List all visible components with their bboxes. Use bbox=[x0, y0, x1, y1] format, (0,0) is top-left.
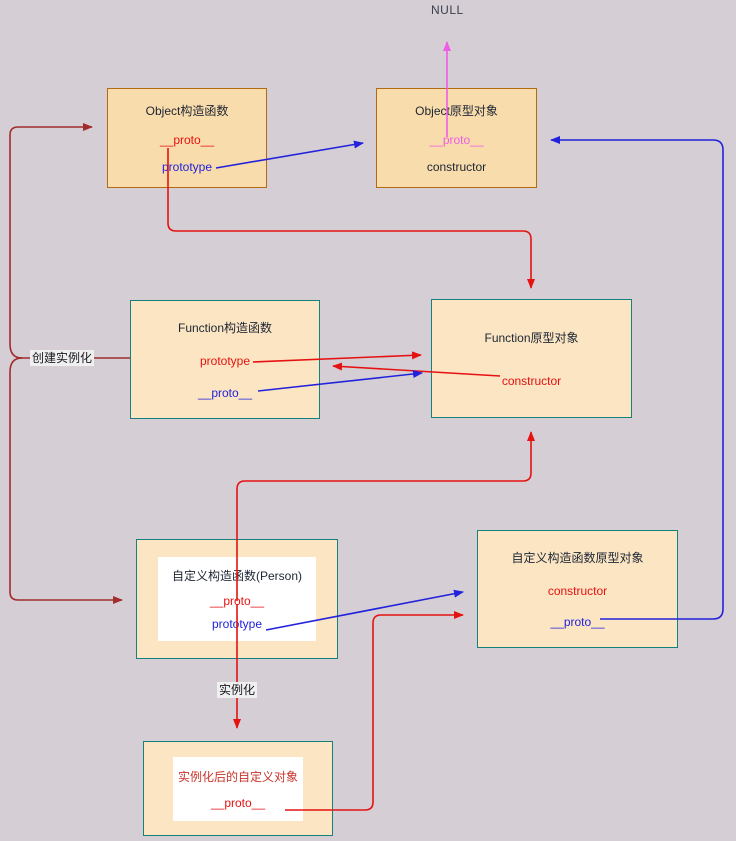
instance-object-proto-label: __proto__ bbox=[210, 795, 266, 810]
function-prototype-constructor-label: constructor bbox=[501, 374, 562, 389]
box-object-constructor-title: Object构造函数 bbox=[145, 104, 229, 119]
null-label: NULL bbox=[431, 3, 464, 17]
fork-curve-top bbox=[9, 343, 23, 359]
person-constructor-panel: 自定义构造函数(Person) __proto__ prototype bbox=[158, 557, 316, 641]
box-function-constructor: Function构造函数 prototype __proto__ bbox=[130, 300, 320, 419]
object-constructor-proto-label: __proto__ bbox=[159, 132, 215, 147]
box-object-constructor: Object构造函数 __proto__ prototype bbox=[107, 88, 267, 188]
box-person-constructor: 自定义构造函数(Person) __proto__ prototype bbox=[136, 539, 338, 659]
instantiate-label: 实例化 bbox=[217, 682, 258, 698]
box-function-prototype-title: Function原型对象 bbox=[484, 330, 579, 345]
function-constructor-prototype-label: prototype bbox=[199, 354, 251, 368]
custom-prototype-proto-label: __proto__ bbox=[550, 615, 605, 630]
box-object-prototype: Object原型对象 __proto__ constructor bbox=[376, 88, 537, 188]
custom-prototype-constructor-label: constructor bbox=[547, 583, 608, 598]
function-constructor-proto-label: __proto__ bbox=[197, 386, 253, 400]
edge-create-to-object-constructor bbox=[9, 123, 93, 344]
box-instance-object: 实例化后的自定义对象 __proto__ bbox=[143, 741, 333, 836]
person-constructor-proto-label: __proto__ bbox=[209, 593, 265, 608]
object-prototype-constructor-label: constructor bbox=[426, 159, 487, 174]
box-person-constructor-title: 自定义构造函数(Person) bbox=[171, 568, 302, 583]
object-prototype-proto-label: __proto__ bbox=[429, 132, 484, 147]
edge-create-to-person-constructor bbox=[9, 372, 123, 604]
instance-object-panel: 实例化后的自定义对象 __proto__ bbox=[173, 756, 303, 821]
box-function-constructor-title: Function构造函数 bbox=[177, 321, 273, 335]
fork-curve-bottom bbox=[9, 357, 23, 373]
box-custom-prototype-title: 自定义构造函数原型对象 bbox=[511, 550, 644, 565]
box-custom-prototype: 自定义构造函数原型对象 constructor __proto__ bbox=[477, 530, 678, 648]
create-instance-label: 创建实例化 bbox=[30, 350, 95, 366]
person-constructor-prototype-label: prototype bbox=[211, 617, 263, 632]
box-instance-object-title: 实例化后的自定义对象 bbox=[177, 769, 298, 784]
red-edges bbox=[167, 148, 535, 811]
box-object-prototype-title: Object原型对象 bbox=[415, 104, 498, 119]
object-constructor-prototype-label: prototype bbox=[161, 159, 213, 174]
box-function-prototype: Function原型对象 constructor bbox=[431, 299, 632, 418]
